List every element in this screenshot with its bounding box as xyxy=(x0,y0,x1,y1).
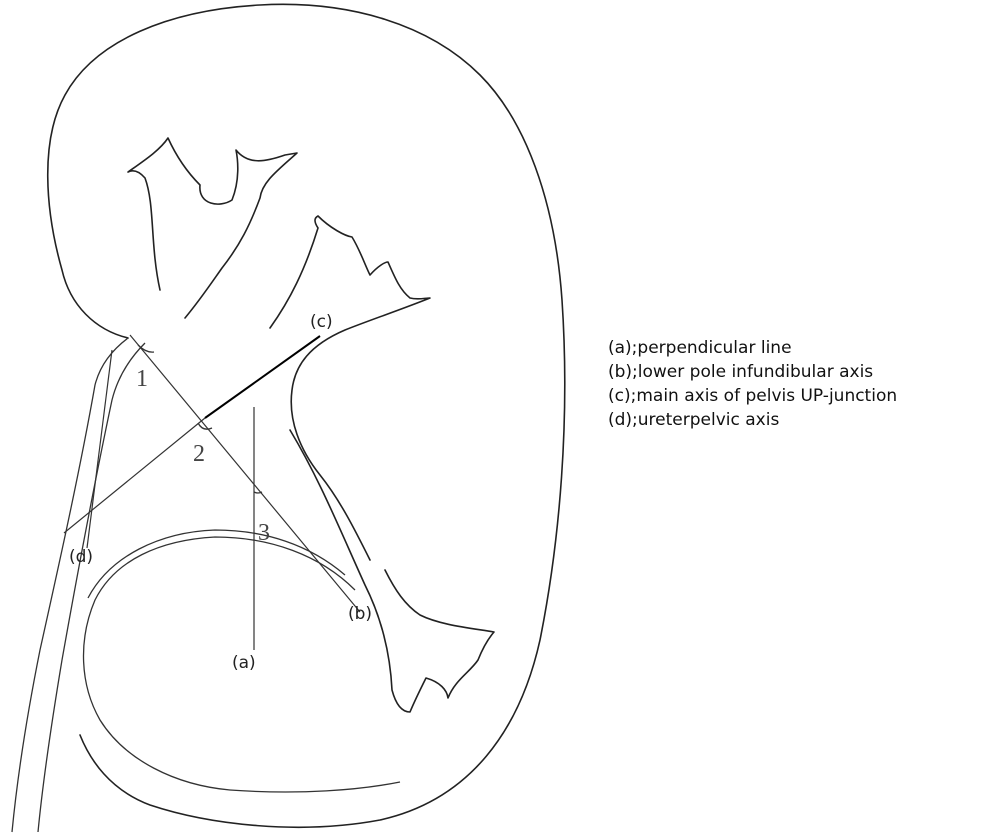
middle-calyx xyxy=(270,216,430,560)
ureter-outer-wall xyxy=(12,338,128,832)
label-b: (b) xyxy=(348,604,372,624)
angle-label-2: 2 xyxy=(193,441,205,467)
label-c: (c) xyxy=(310,312,333,332)
legend-item-b: (b);lower pole infundibular axis xyxy=(608,360,897,384)
lower-calyx xyxy=(290,430,494,712)
axis-b-lower-pole-infundibular xyxy=(130,335,360,612)
axis-d-ureterpelvic xyxy=(87,350,112,548)
legend-item-d: (d);ureterpelvic axis xyxy=(608,408,897,432)
axis-c-main-pelvis-axis xyxy=(205,336,320,418)
angle-3-arc xyxy=(254,492,262,493)
legend-item-a: (a);perpendicular line xyxy=(608,336,897,360)
angle-label-3: 3 xyxy=(258,520,270,546)
angle-label-1: 1 xyxy=(136,366,148,392)
kidney-outline xyxy=(48,4,565,827)
legend-item-c: (c);main axis of pelvis UP-junction xyxy=(608,384,897,408)
upper-calyx xyxy=(128,138,297,318)
legend: (a);perpendicular line (b);lower pole in… xyxy=(608,336,897,432)
label-d: (d) xyxy=(69,547,93,567)
label-a: (a) xyxy=(232,653,256,673)
